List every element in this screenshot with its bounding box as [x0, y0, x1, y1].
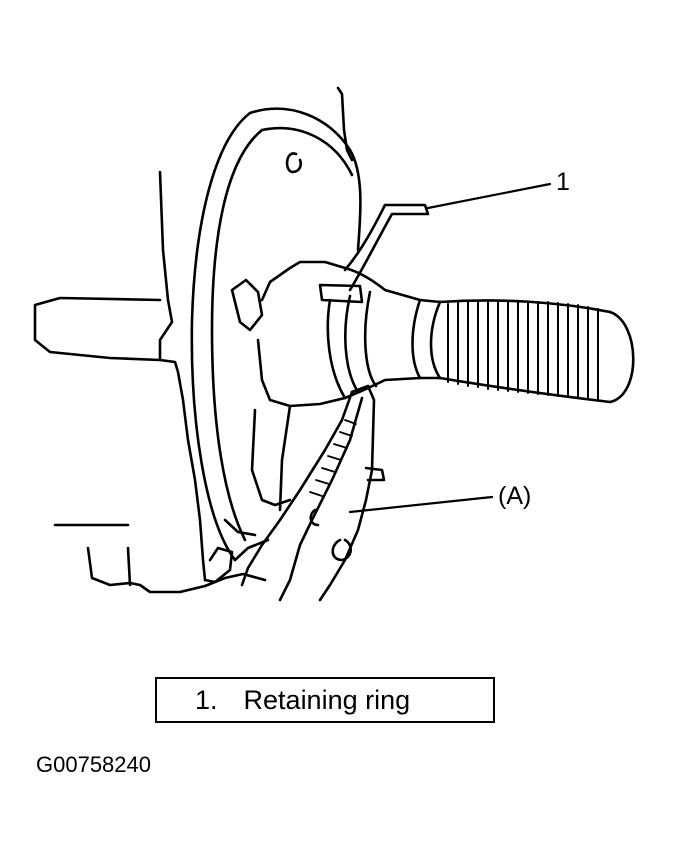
transmission-housing — [33, 86, 354, 594]
snap-ring-pliers — [240, 384, 386, 602]
leader-line-pliers — [348, 495, 494, 514]
output-shaft — [318, 266, 442, 400]
figure-id: G00758240 — [36, 752, 151, 777]
leader-line-ring — [426, 182, 552, 210]
callout-ring-number: 1 — [556, 168, 570, 196]
legend-box: 1. Retaining ring — [155, 677, 495, 723]
retaining-ring — [343, 203, 430, 292]
splined-shaft-end — [429, 299, 635, 404]
cover-flange — [190, 107, 362, 584]
legend-number: 1. — [195, 684, 218, 715]
callout-tool-label: (A) — [498, 482, 532, 510]
legend-text: Retaining ring — [243, 684, 411, 715]
